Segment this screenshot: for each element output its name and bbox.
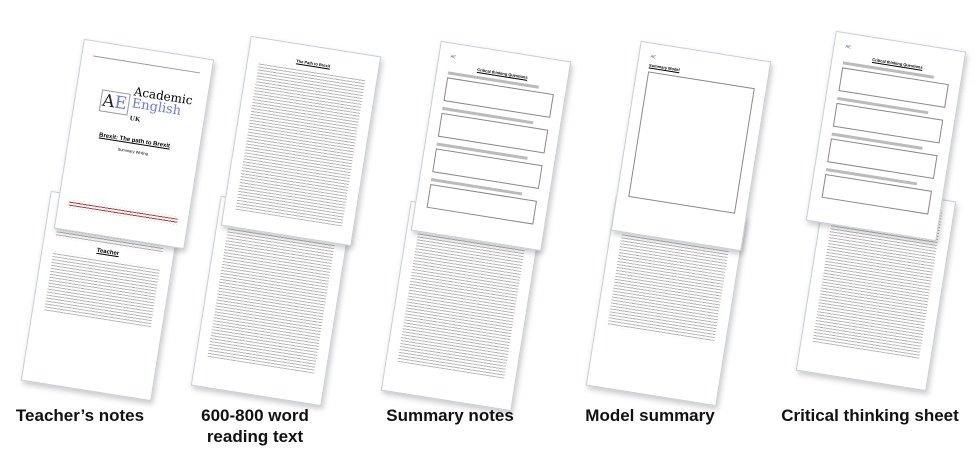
logo-suffix: UK bbox=[129, 115, 141, 124]
caption-summary-notes: Summary notes bbox=[386, 406, 514, 425]
reading-text-front-page: The Path to Brexit bbox=[220, 35, 382, 247]
summary-writing-box bbox=[628, 71, 755, 214]
caption-teachers-notes: Teacher’s notes bbox=[15, 406, 145, 425]
copyright-warning bbox=[68, 199, 179, 225]
teacher-instructions bbox=[44, 251, 161, 328]
caption-critical-thinking: Critical thinking sheet bbox=[781, 406, 959, 425]
caption-model-summary: Model summary bbox=[585, 406, 715, 425]
summary-notes-front-page: AE Critical thinking Questions bbox=[410, 40, 572, 252]
academic-english-logo: AE Academic English UK bbox=[97, 80, 196, 134]
teacher-notes-cover-page: AE Academic English UK Brexit: The path … bbox=[53, 38, 215, 250]
reading-body bbox=[235, 61, 366, 227]
model-summary-front-page: AE Summary Model bbox=[610, 40, 772, 252]
